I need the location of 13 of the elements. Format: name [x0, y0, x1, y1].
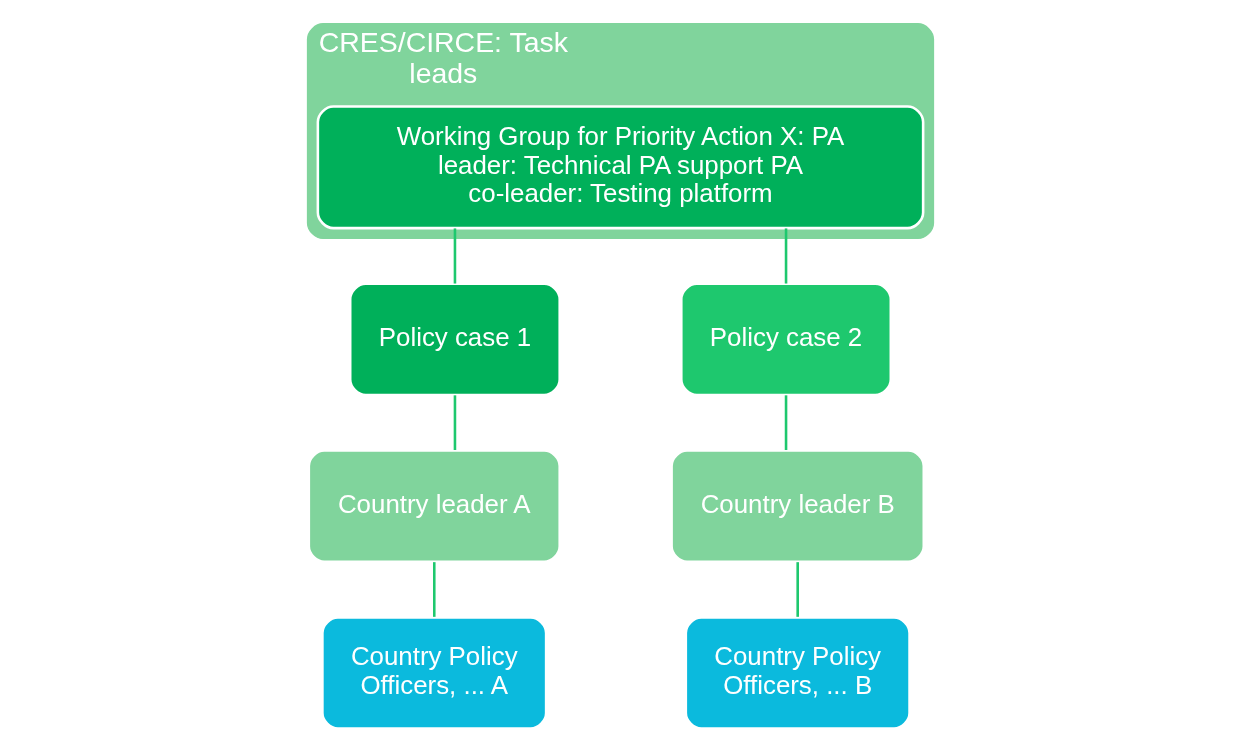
- node-box: Country leader A: [307, 449, 561, 564]
- node-box: Working Group for Priority Action X: PA leader: Technical PA support PA co-leader: Testing platform: [316, 105, 925, 230]
- node-box: Policy case 2: [680, 282, 893, 397]
- node-box: Country Policy Officers, ... A: [321, 616, 548, 730]
- connector: [784, 395, 788, 450]
- connector: [796, 562, 799, 617]
- connector: [784, 228, 788, 284]
- node-box: Country Policy Officers, ... B: [684, 616, 911, 730]
- node-box: Policy case 1: [348, 282, 561, 397]
- connector: [453, 228, 457, 284]
- connector: [432, 562, 436, 617]
- node-box: Country leader B: [670, 449, 926, 564]
- connector: [453, 395, 457, 450]
